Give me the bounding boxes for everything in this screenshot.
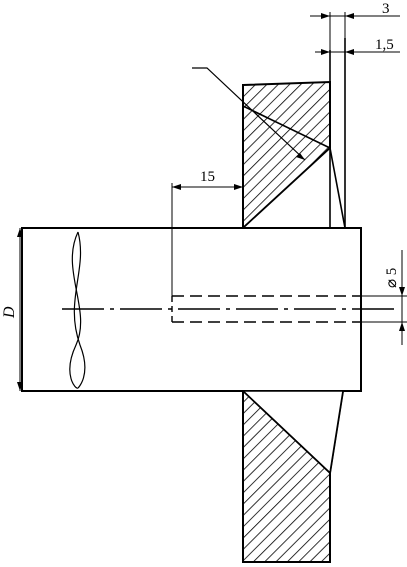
leader-line xyxy=(192,67,306,161)
dimension-hole-diameter: ⌀ 5 xyxy=(361,250,407,345)
dimension-depth: 15 xyxy=(171,169,244,296)
dimension-gap: 1,5 xyxy=(315,37,400,55)
lower-plate-section xyxy=(240,390,345,563)
dimension-label-1-5: 1,5 xyxy=(375,37,394,53)
shaft xyxy=(21,227,395,392)
dimension-top-offset: 3 xyxy=(310,1,400,50)
dimension-label-D: D xyxy=(1,306,18,319)
dimension-label-diameter-5: ⌀ 5 xyxy=(384,268,400,288)
dimension-label-15: 15 xyxy=(200,169,215,185)
dimension-label-3: 3 xyxy=(382,1,390,17)
strip-plate xyxy=(329,38,346,228)
dimension-shaft-diameter: D xyxy=(1,228,23,391)
